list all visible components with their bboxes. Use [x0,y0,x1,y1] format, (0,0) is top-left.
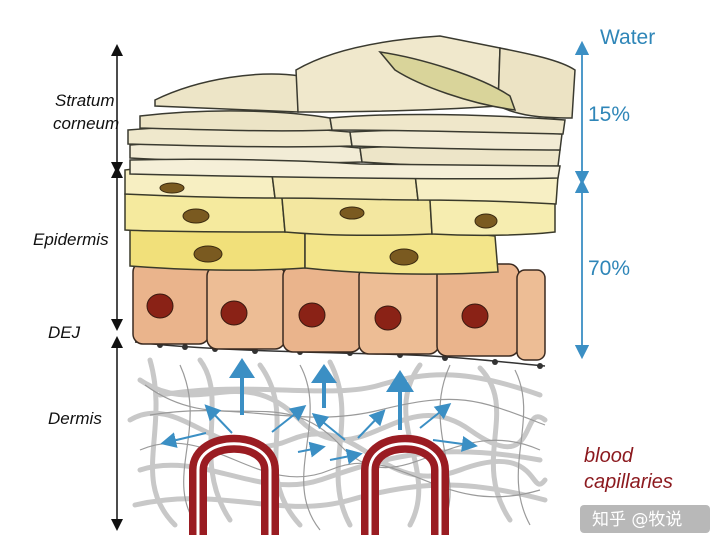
granular-nuclei [159,182,498,266]
water-diffusion-arrows [229,358,414,430]
label-dej: DEJ [48,323,81,342]
basal-nuclei [146,293,489,331]
watermark-text: 知乎 @牧说 [592,510,682,530]
water-corneum-percent: 15% [588,103,630,126]
label-dermis: Dermis [48,409,102,428]
watermark: 知乎 @牧说 [580,505,710,533]
water-title: Water [600,26,655,49]
label-epidermis: Epidermis [33,230,109,249]
label-stratum: Stratum [55,91,115,110]
blood-label-line1: blood [584,445,634,467]
blood-capillaries-highlight [196,442,442,535]
water-epidermis-percent: 70% [588,257,630,280]
blood-label-line2: capillaries [584,471,673,493]
small-blue-arrows [160,403,478,465]
stratum-corneum [127,35,576,180]
label-corneum: corneum [53,114,119,133]
